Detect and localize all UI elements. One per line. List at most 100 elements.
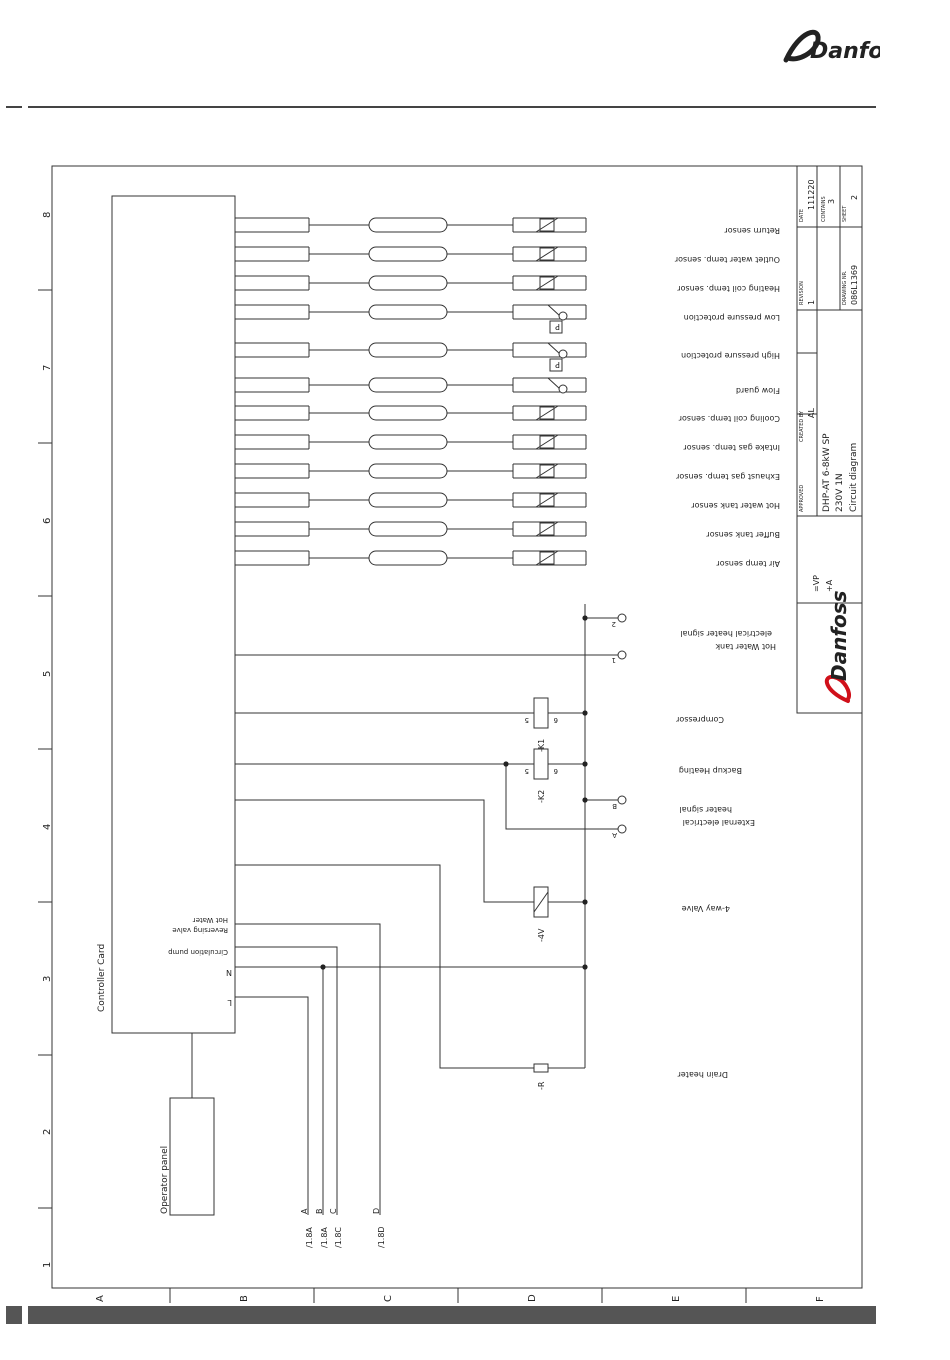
ref-letter: B — [315, 1209, 324, 1215]
terminal-2 — [617, 613, 627, 623]
valve-slash — [533, 891, 549, 913]
col-label: A — [95, 1295, 106, 1302]
sensor-label: Low pressure protection — [684, 313, 780, 322]
tb-label: REVISION — [799, 281, 805, 305]
compressor-label: Compressor — [675, 715, 724, 724]
header-rule — [28, 106, 876, 108]
card-terminal-label: L — [227, 998, 232, 1007]
tb-title: 230V 1N — [835, 473, 845, 512]
card-terminal-label: Circulation pump — [168, 948, 228, 956]
col-label: F — [815, 1296, 826, 1302]
terminal-b — [617, 795, 627, 805]
header-rule-short — [6, 106, 22, 108]
connector-plug — [368, 405, 448, 421]
tb-code: =VP — [812, 575, 821, 592]
row-label: 6 — [42, 518, 53, 524]
connector-plug — [368, 492, 448, 508]
sensor-label: High pressure protection — [681, 351, 780, 360]
external-label-line1: External electrical — [683, 818, 755, 827]
logo-swoosh — [824, 674, 851, 703]
wiring — [191, 217, 619, 1215]
sensor-label: Heating coil temp. sensor — [677, 284, 780, 293]
switch-node — [558, 384, 568, 394]
row-label: 3 — [42, 976, 53, 982]
sensor-label: Hot water tank sensor — [691, 501, 780, 510]
logo-text: Danfoss — [810, 39, 880, 64]
terminal-a — [617, 824, 627, 834]
row-label: 1 — [42, 1262, 53, 1268]
row-label: 5 — [42, 671, 53, 677]
connector-plug — [368, 377, 448, 393]
junction-dot — [582, 797, 588, 803]
col-label: B — [239, 1295, 250, 1302]
drain-resistor — [533, 1063, 549, 1073]
tb-label: CREATED BY — [799, 410, 805, 442]
card-terminal-label: N — [226, 968, 232, 977]
operator-panel-label: Operator panel — [160, 1146, 170, 1214]
ref-label: /1.8D — [377, 1226, 386, 1248]
connector-plug — [368, 246, 448, 262]
terminal-label: A — [612, 831, 617, 839]
sensor-label: Intake gas temp. sensor — [683, 443, 780, 452]
backup-label: Backup Heating — [679, 766, 742, 775]
wire — [235, 923, 381, 1215]
connector-plug — [368, 521, 448, 537]
junction-dot — [503, 761, 509, 767]
switch-node — [558, 311, 568, 321]
pressure-switch-box — [549, 358, 563, 372]
connector-plug — [368, 217, 448, 233]
tb-title: Circuit diagram — [849, 443, 859, 512]
tb-label: CONTAINS — [821, 196, 827, 222]
relay-k1 — [533, 697, 549, 729]
sensor-label: Outlet water temp. sensor — [674, 255, 780, 264]
tb-value: 086L1369 — [850, 265, 859, 305]
tb-label: SHEET — [842, 205, 848, 222]
ref-letter: A — [300, 1208, 309, 1214]
tb-value: 111220 — [807, 179, 816, 210]
connector-plug — [368, 463, 448, 479]
col-label: D — [527, 1294, 538, 1302]
wire — [235, 799, 534, 903]
ref-label: /1.8A — [320, 1227, 329, 1248]
pressure-switch-box — [549, 320, 563, 334]
junction-dot — [582, 710, 588, 716]
tb-value: 3 — [827, 199, 836, 204]
drain-tag: -R — [537, 1081, 546, 1090]
relay-k2 — [533, 748, 549, 780]
pin-label: 5 — [525, 767, 529, 775]
row-label: 4 — [42, 824, 53, 830]
thermistor-slash — [535, 217, 559, 233]
danfoss-logo: Danfoss — [783, 29, 880, 64]
junction-dot — [320, 964, 326, 970]
sensor-label: Air temp sensor — [716, 559, 780, 568]
ref-letter: C — [329, 1208, 338, 1214]
hotwater-label-line2: electrical heater signal — [680, 629, 772, 638]
ref-label: /1.8A — [305, 1227, 314, 1248]
wire — [235, 996, 309, 1215]
ref-label: /1.8C — [334, 1227, 343, 1248]
pin-label: 6 — [553, 767, 558, 775]
sensor-label: Flow guard — [736, 386, 780, 395]
valve-label: 4-way Valve — [682, 904, 730, 913]
thermistor-slash — [535, 275, 559, 291]
thermistor-slash — [535, 434, 559, 450]
junction-dot — [582, 964, 588, 970]
sensor-label: Buffer tank sensor — [706, 530, 780, 539]
ref-letter: D — [372, 1208, 381, 1214]
junction-dot — [582, 761, 588, 767]
title-block-frame — [796, 165, 863, 714]
junction-dot — [582, 615, 588, 621]
thermistor-slash — [535, 492, 559, 508]
thermistor-slash — [535, 246, 559, 262]
connector-plug — [368, 275, 448, 291]
pin-label: 5 — [525, 716, 529, 724]
thermistor-slash — [535, 550, 559, 566]
card-terminal-label: Reversing valve — [172, 926, 228, 934]
terminal-1 — [617, 650, 627, 660]
connector-plug — [368, 434, 448, 450]
title-block: Danfoss — [796, 165, 863, 714]
logo-text: Danfoss — [827, 590, 851, 681]
connector-plug — [368, 304, 448, 320]
